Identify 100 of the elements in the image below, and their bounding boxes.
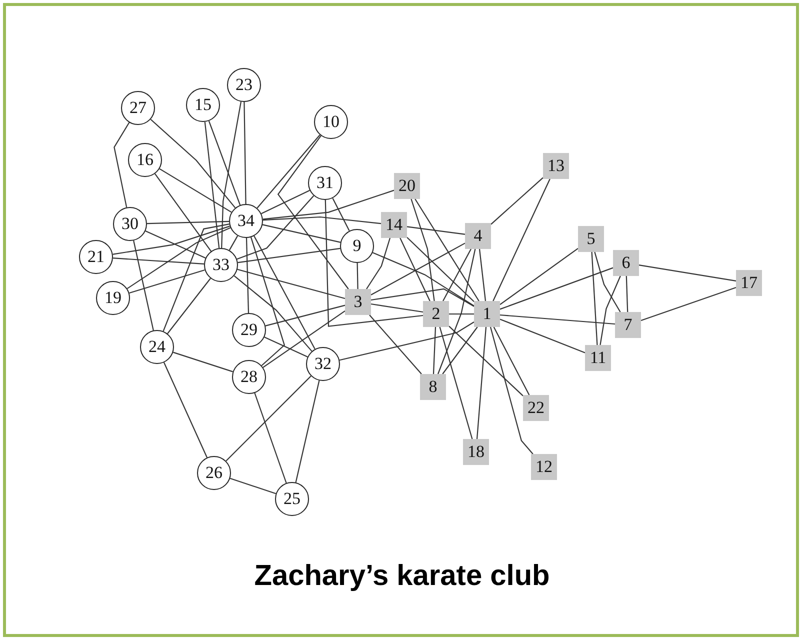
connector-line [295,380,320,483]
connector-line [369,314,422,374]
connector-line [437,248,476,374]
connector-line [261,190,310,214]
connector-line [159,168,232,213]
connector-line [162,224,230,332]
connector-line [133,240,154,331]
square-node: 13 [543,153,569,179]
circle-node: 31 [308,166,342,200]
connector-line [246,238,250,314]
square-node: 12 [531,454,557,480]
connector-line [339,322,474,361]
circle-node: 26 [197,456,231,490]
square-node: 3 [345,289,371,315]
connector-line [254,236,316,350]
connector-line [356,262,358,290]
square-node: 1 [474,301,500,327]
connector-line [410,198,435,302]
square-node: 11 [585,345,611,371]
square-node: 4 [465,223,491,249]
connector-line [114,122,130,208]
connector-line [230,478,276,494]
connector-line [594,252,621,312]
connector-line [129,269,205,294]
connector-line [370,242,466,296]
connector-line [254,392,287,484]
connector-line [640,286,736,322]
connector-line [221,102,242,248]
connector-line [500,314,616,325]
circle-node: 28 [232,360,266,394]
connector-line [112,258,204,264]
connector-line [208,120,241,206]
connector-line [145,230,206,258]
connector-line [442,248,472,302]
connector-line [448,326,524,396]
connector-line [370,288,474,307]
connector-line [414,198,480,302]
connector-line [262,216,382,224]
square-node: 2 [423,301,449,327]
connector-line [372,252,474,306]
circle-node: 29 [232,313,266,347]
square-node: 6 [613,250,639,276]
connector-line [478,248,486,302]
connector-line [500,248,578,306]
circle-node: 34 [229,204,263,238]
circle-node: 24 [140,330,174,364]
circle-node: 19 [96,281,130,315]
circle-node: 9 [340,229,374,263]
connector-line [167,278,211,334]
circle-node: 30 [113,207,147,241]
connector-line [154,173,212,252]
connector-line [400,238,430,302]
square-node: 22 [523,395,549,421]
connector-line [476,326,487,440]
caption: Zachary’s karate club [253,560,551,593]
circle-node: 23 [227,68,261,102]
connector-line [112,226,230,255]
connector-line [228,236,238,250]
square-node: 5 [578,226,604,252]
connector-line [591,252,598,346]
connector-line [449,313,474,315]
connector-line [238,248,340,264]
connector-line [164,362,208,458]
connector-line [256,134,320,208]
connector-line [234,275,312,352]
circle-node: 33 [204,248,238,282]
circle-node: 21 [79,240,113,274]
connector-line [236,195,314,260]
connector-line [262,310,346,368]
connector-line [406,237,474,302]
square-node: 7 [615,312,641,338]
square-node: 14 [381,212,407,238]
connector-line [262,190,394,220]
connector-line [237,268,346,300]
connector-line [500,318,586,354]
connector-line [244,102,246,204]
connector-line [490,177,544,225]
connector-line [600,276,621,346]
connector-line [226,376,312,462]
connector-line [332,198,350,232]
square-node: 8 [420,374,446,400]
circle-node: 16 [128,143,162,177]
connector-line [500,267,614,310]
circle-node: 27 [121,91,155,125]
circle-node: 15 [186,88,220,122]
connector-line [626,276,628,312]
connector-line [370,303,424,313]
circle-node: 25 [275,482,309,516]
connector-line [126,227,231,290]
connector-line [146,220,230,224]
circle-node: 10 [314,105,348,139]
connector-line [277,135,349,290]
circle-node: 32 [306,347,340,381]
connector-line [432,326,436,374]
connector-line [250,237,286,366]
square-node: 17 [736,270,762,296]
connector-line [264,336,308,358]
square-node: 18 [463,439,489,465]
connector-line [406,226,466,235]
connector-line [324,200,424,327]
